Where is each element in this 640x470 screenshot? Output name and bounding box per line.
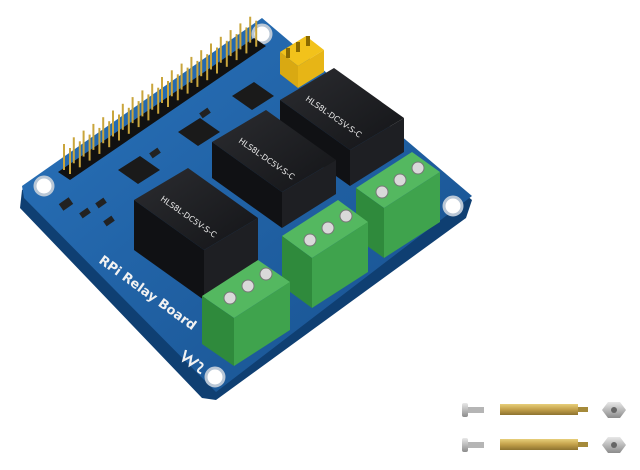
optocouplers xyxy=(118,82,274,184)
standoff-icon xyxy=(500,439,588,450)
standoff-kit-2 xyxy=(462,437,626,453)
relay-board: HLS8L-DC5V-S-C HLS8L-DC5V-S-C HLS8L-DC5V… xyxy=(20,16,472,400)
standoff-icon xyxy=(500,404,588,415)
nut-icon xyxy=(602,402,626,418)
relay-3: HLS8L-DC5V-S-C xyxy=(280,68,404,186)
header-pins xyxy=(63,16,258,174)
mounting-holes xyxy=(33,23,464,388)
standoff-kit-1 xyxy=(462,402,626,418)
smd-components xyxy=(58,107,211,227)
nut-icon xyxy=(602,437,626,453)
mounting-hardware xyxy=(462,402,626,453)
gpio-header xyxy=(58,16,266,180)
terminal-1 xyxy=(202,260,290,366)
relay-2: HLS8L-DC5V-S-C xyxy=(212,110,336,228)
jumper-block xyxy=(280,36,324,88)
waveshare-logo-icon xyxy=(181,349,204,375)
screw-icon xyxy=(462,403,484,417)
relay-1: HLS8L-DC5V-S-C xyxy=(134,168,258,300)
screw-icon xyxy=(462,438,484,452)
